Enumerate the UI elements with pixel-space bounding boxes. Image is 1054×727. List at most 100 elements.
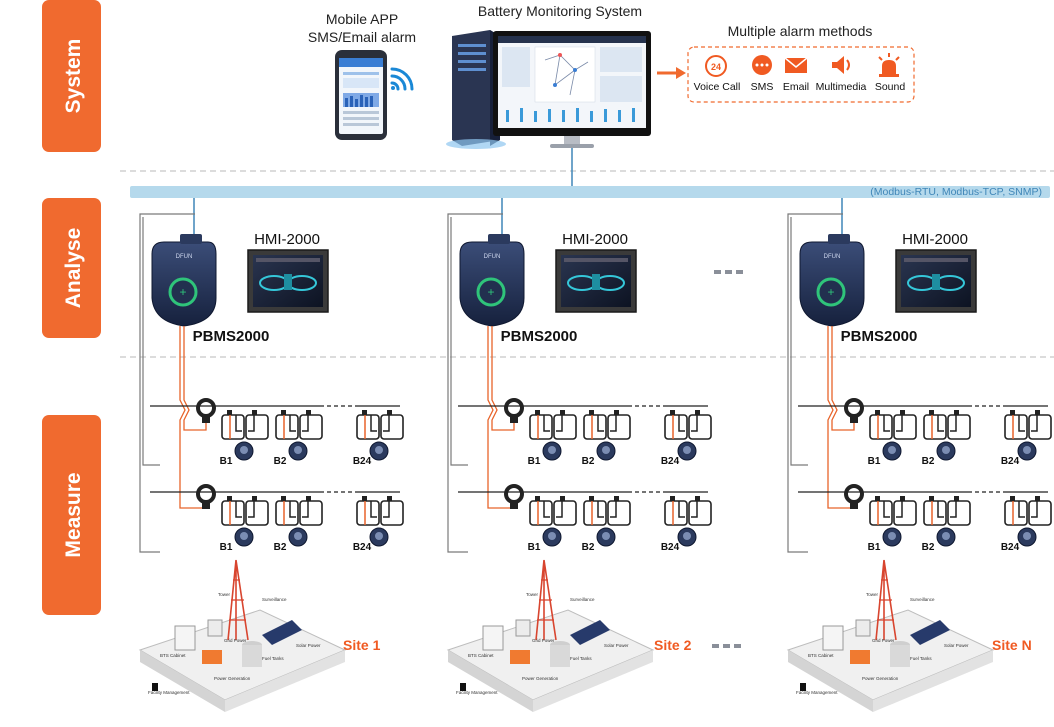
sms-icon [752, 55, 772, 75]
tower-icon [875, 559, 897, 641]
site-part-grid: Grid Power [532, 638, 555, 643]
email-icon [784, 57, 808, 73]
ct-clamp [844, 398, 864, 425]
battery-b24 [356, 409, 404, 440]
battery-b2 [583, 409, 631, 440]
battery-label-b1: B1 [868, 542, 881, 553]
battery-label-b24: B24 [1001, 542, 1020, 553]
site-part-fuel: Fuel Tanks [910, 656, 932, 661]
lane-system: System [42, 0, 101, 152]
site-part-solar: Solar Power [944, 643, 969, 648]
battery-b24 [664, 495, 712, 526]
alarm-method-sound: Sound [875, 81, 906, 93]
site-part-surveillance: Surveillance [570, 597, 595, 602]
battery-b24 [664, 409, 712, 440]
site-part-grid: Grid Power [224, 638, 247, 643]
ct-clamp [196, 484, 216, 511]
smartphone-icon [335, 50, 387, 140]
site-column-1: DFUN HMI-2000 PBMS2000 B1 B2 B24 B1 B2 [138, 198, 404, 712]
hmi-screen [555, 249, 637, 313]
site-part-tower: Tower [866, 592, 879, 597]
battery-label-b24: B24 [661, 542, 680, 553]
site-part-facility: Facility Management [456, 690, 498, 695]
site-part-power-generation: Power Generation [214, 676, 251, 681]
site-part-fuel: Fuel Tanks [262, 656, 284, 661]
battery-label-b2: B2 [582, 542, 595, 553]
battery-label-b2: B2 [274, 456, 287, 467]
pbms-device [458, 232, 526, 328]
device-logo: DFUN [484, 254, 501, 260]
site-part-power-generation: Power Generation [862, 676, 899, 681]
sound-siren-icon [878, 53, 900, 77]
battery-label-b24: B24 [1001, 456, 1020, 467]
battery-label-b1: B1 [220, 456, 233, 467]
battery-monitoring-system: Battery Monitoring System [446, 3, 651, 149]
battery-b24 [356, 495, 404, 526]
tower-icon [535, 559, 557, 641]
battery-label-b24: B24 [353, 542, 372, 553]
alarm-arrow [657, 67, 686, 79]
battery-b1 [221, 495, 269, 526]
alarm-method-sms: SMS [751, 81, 774, 93]
battery-b2 [583, 495, 631, 526]
site-part-facility: Facility Management [796, 690, 838, 695]
svg-text:Analyse: Analyse [62, 228, 85, 309]
battery-label-b24: B24 [353, 456, 372, 467]
battery-label-b1: B1 [528, 456, 541, 467]
alarm-method-email: Email [783, 81, 809, 93]
site-part-tower: Tower [218, 592, 231, 597]
battery-b2 [923, 409, 971, 440]
battery-label-b2: B2 [922, 542, 935, 553]
svg-text:24: 24 [711, 62, 721, 72]
pbms-label: PBMS2000 [193, 328, 270, 345]
battery-label-b1: B1 [868, 456, 881, 467]
alarm-methods-panel: Multiple alarm methods 24 Voice Call SMS… [687, 23, 915, 103]
ct-clamp [504, 484, 524, 511]
battery-b2 [275, 495, 323, 526]
battery-label-b1: B1 [220, 542, 233, 553]
alarm-method-voice-call: Voice Call [694, 81, 741, 93]
site-part-surveillance: Surveillance [262, 597, 287, 602]
hmi-screen [895, 249, 977, 313]
mobile-app-subtitle: SMS/Email alarm [308, 29, 416, 45]
alarm-method-multimedia: Multimedia [816, 81, 867, 93]
lane-analyse: Analyse [42, 198, 101, 338]
device-logo: DFUN [176, 254, 193, 260]
tower-icon [227, 559, 249, 641]
battery-b2 [923, 495, 971, 526]
site-part-bts: BTS Cabinet [468, 653, 494, 658]
multimedia-speaker-icon [832, 56, 850, 74]
svg-text:System: System [62, 39, 85, 114]
device-logo: DFUN [824, 254, 841, 260]
monitoring-system-title: Battery Monitoring System [478, 3, 642, 19]
site-part-facility: Facility Management [148, 690, 190, 695]
site-part-fuel: Fuel Tanks [570, 656, 592, 661]
monitor-icon [493, 31, 651, 148]
battery-b1 [221, 409, 269, 440]
pbms-device [798, 232, 866, 328]
battery-b2 [275, 409, 323, 440]
battery-b24 [1004, 409, 1052, 440]
site-column-n: DFUN HMI-2000 PBMS2000 B1 B2 B24 B1 B2 B… [786, 198, 1052, 712]
hmi-label: HMI-2000 [902, 231, 968, 248]
ellipsis-more-units [714, 270, 743, 274]
hmi-label: HMI-2000 [254, 231, 320, 248]
site-column-2: DFUN HMI-2000 PBMS2000 B1 B2 B24 B1 B2 B… [446, 198, 712, 712]
battery-label-b24: B24 [661, 456, 680, 467]
ct-clamp [504, 398, 524, 425]
mobile-app: Mobile APP SMS/Email alarm [308, 11, 416, 140]
lane-measure: Measure [42, 415, 101, 615]
battery-label-b2: B2 [582, 456, 595, 467]
site-label: Site 1 [343, 637, 381, 653]
hmi-label: HMI-2000 [562, 231, 628, 248]
wifi-signal-icon [390, 67, 414, 91]
hmi-screen [247, 249, 329, 313]
site-label: Site N [992, 637, 1032, 653]
site-part-solar: Solar Power [296, 643, 321, 648]
bus-protocols: (Modbus-RTU, Modbus-TCP, SNMP) [870, 186, 1042, 198]
site-illustration: Tower Surveillance BTS Cabinet Grid Powe… [138, 559, 347, 712]
battery-b24 [1004, 495, 1052, 526]
battery-label-b1: B1 [528, 542, 541, 553]
svg-text:Measure: Measure [62, 472, 85, 557]
